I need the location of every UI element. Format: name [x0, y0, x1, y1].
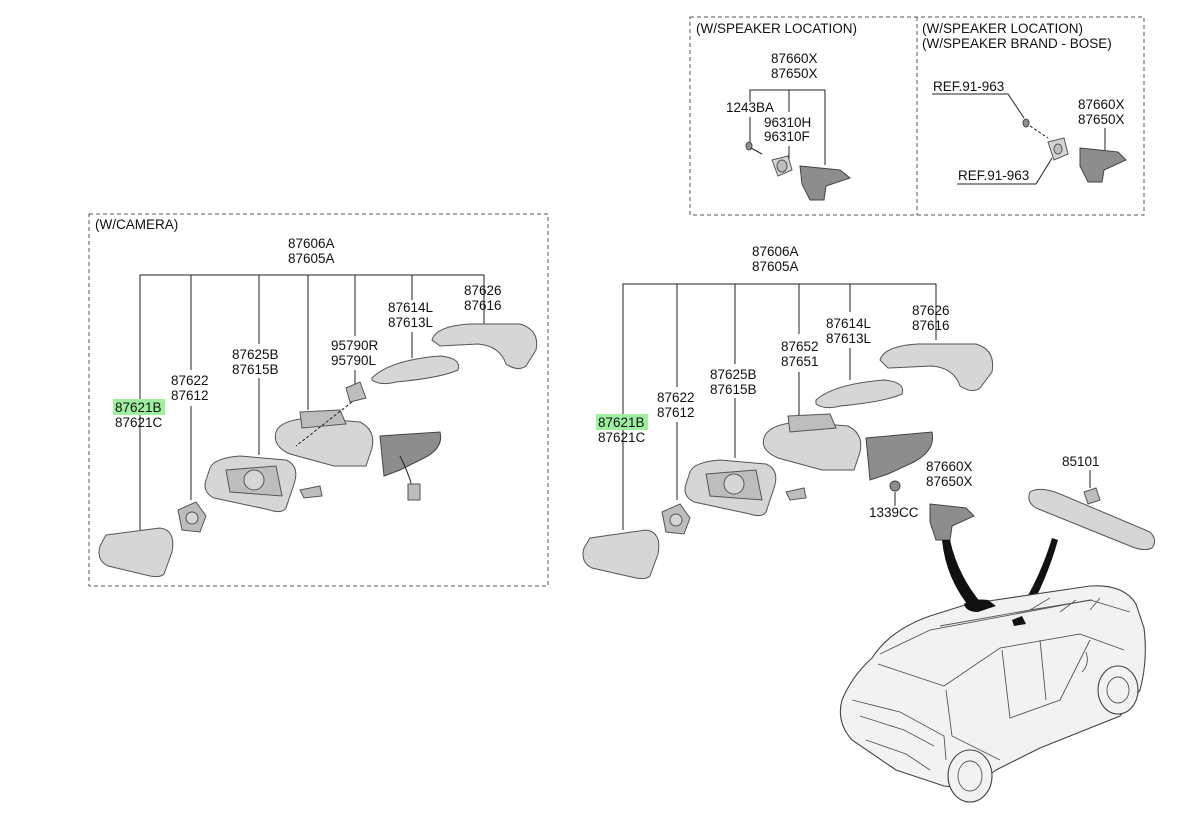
speaker-left-title: (W/SPEAKER LOCATION) [696, 21, 857, 36]
cam-assembly-2: 87605A [288, 251, 335, 266]
car-illustration [839, 585, 1146, 803]
main-holder [684, 459, 807, 517]
main-base [865, 431, 934, 481]
cam-holder [204, 455, 323, 513]
speaker-part [771, 155, 793, 177]
main-housing-1: 87652 [781, 339, 819, 354]
camera-box [88, 213, 549, 587]
speaker-right-assembly-2: 87650X [1078, 112, 1125, 127]
cam-glass-1: 87621B [115, 400, 162, 415]
speaker-left-assembly-2: 87650X [771, 66, 818, 81]
main-turn-lamp [815, 379, 904, 409]
main-assembly-2: 87605A [752, 259, 799, 274]
bose-triangle-cover [1079, 147, 1127, 183]
main-glass-1: 87621B [598, 415, 645, 430]
cam-cover-2: 87616 [464, 298, 502, 313]
cam-base [379, 431, 442, 501]
speaker-left-screw-label: 1243BA [726, 100, 774, 115]
cam-cover-1: 87626 [464, 283, 502, 298]
ref-bottom: REF.91-963 [958, 168, 1029, 183]
screw-part [745, 141, 763, 155]
speaker-right-assembly-1: 87660X [1078, 97, 1125, 112]
main-inside-mirror: 85101 [1062, 454, 1100, 469]
ref-top-leader [932, 93, 1025, 119]
main-lamp-1: 87614L [826, 316, 872, 331]
main-inside-mirror-part [1028, 470, 1156, 551]
cam-highlight [113, 399, 165, 415]
main-mirror-glass [582, 529, 660, 580]
main-housing-2: 87651 [781, 354, 819, 369]
cam-holder-2: 87615B [232, 362, 279, 377]
ref-bottom-leader [957, 157, 1053, 185]
main-holder-1: 87625B [710, 367, 757, 382]
main-clip: 1339CC [869, 505, 919, 520]
main-cover-1: 87626 [912, 303, 950, 318]
main-motor-1: 87622 [657, 390, 695, 405]
bose-screw [1022, 118, 1030, 128]
speaker-left-assembly-1: 87660X [771, 51, 818, 66]
cam-holder-1: 87625B [232, 347, 279, 362]
main-motor-2: 87612 [657, 405, 695, 420]
main-triangle-part [929, 503, 975, 541]
speaker-right-title-2: (W/SPEAKER BRAND - BOSE) [922, 36, 1112, 51]
cam-camera-1: 95790R [331, 338, 379, 353]
main-motor [661, 503, 691, 535]
pointer-triangle [942, 540, 982, 610]
triangle-cover-part [799, 165, 852, 201]
cam-turn-lamp [371, 355, 460, 385]
main-highlight [596, 414, 648, 430]
speaker-right-title-1: (W/SPEAKER LOCATION) [922, 21, 1083, 36]
cam-lamp-1: 87614L [388, 300, 434, 315]
cam-lamp-2: 87613L [388, 315, 434, 330]
cam-motor-2: 87612 [171, 388, 209, 403]
cam-camera-2: 95790L [331, 353, 377, 368]
speaker-left-speaker-1: 96310H [764, 115, 811, 130]
cam-camera-unit [295, 381, 367, 447]
ref-top: REF.91-963 [933, 79, 1004, 94]
main-lamp-2: 87613L [826, 331, 872, 346]
cam-cover-part [431, 323, 538, 370]
main-triangle-1: 87660X [926, 459, 973, 474]
bose-speaker [1047, 137, 1069, 161]
cam-motor [177, 501, 207, 533]
cam-glass-2: 87621C [115, 415, 163, 430]
speaker-left-leader [749, 89, 826, 165]
main-cover-part [879, 343, 994, 392]
main-holder-2: 87615B [710, 382, 757, 397]
camera-title: (W/CAMERA) [95, 217, 178, 232]
main-assembly-bus [622, 283, 937, 530]
main-triangle-2: 87650X [926, 474, 973, 489]
speaker-left-speaker-2: 96310F [764, 129, 810, 144]
cam-mirror-glass [98, 527, 174, 578]
main-cover-2: 87616 [912, 318, 950, 333]
cam-assembly-1: 87606A [288, 236, 335, 251]
main-housing [762, 413, 862, 471]
cam-housing [274, 409, 374, 467]
cam-motor-1: 87622 [171, 373, 209, 388]
main-glass-2: 87621C [598, 430, 646, 445]
main-assembly-1: 87606A [752, 244, 799, 259]
main-clip-part [889, 480, 901, 506]
